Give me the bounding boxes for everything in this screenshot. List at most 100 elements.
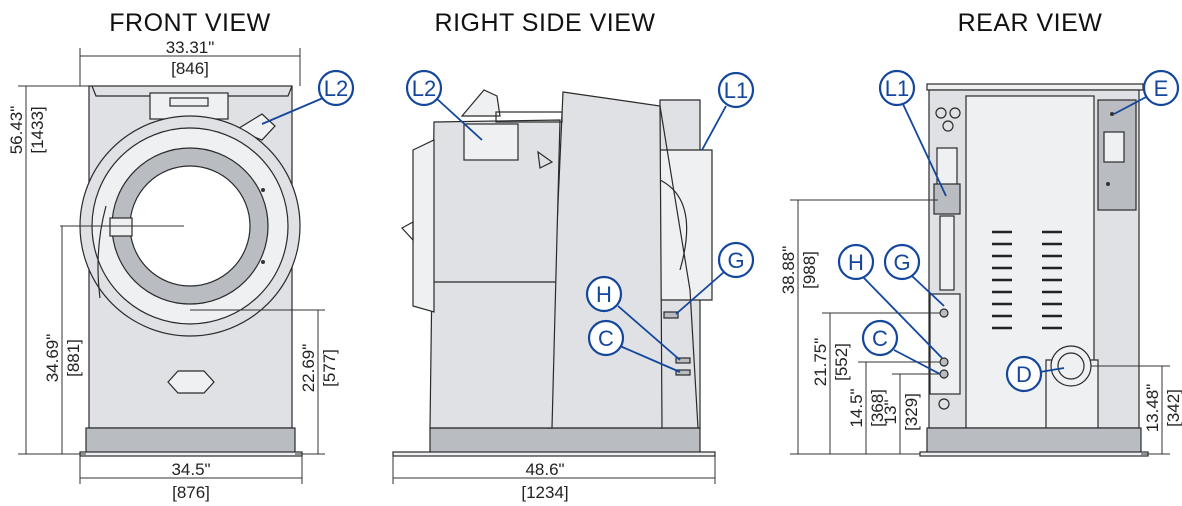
side-drum-housing <box>429 119 561 429</box>
callout-l2-side: L2 <box>405 69 443 107</box>
callout-label: H <box>848 250 864 275</box>
front-display <box>169 97 209 107</box>
rear-drain-valve <box>938 398 950 410</box>
door-bolt <box>261 188 265 192</box>
callout-leader <box>619 345 681 373</box>
side-port-g <box>663 311 679 319</box>
callout-d-rear: D <box>1005 355 1043 393</box>
rear-bolt <box>1110 112 1114 116</box>
front-view-title: FRONT VIEW <box>109 9 270 37</box>
callout-label: L1 <box>724 78 748 103</box>
rear-top-edge <box>926 83 1144 91</box>
callout-label: L2 <box>324 76 348 101</box>
side-view-title: RIGHT SIDE VIEW <box>435 9 656 37</box>
callout-h-rear: H <box>837 243 875 281</box>
rear-port-c <box>939 369 949 379</box>
front-view: 33.31" [846] 56.43" [1433] 34.69" [881] … <box>7 38 355 502</box>
callout-label: G <box>727 248 744 273</box>
callout-c-side: C <box>587 319 625 357</box>
rear-breaker <box>1103 131 1125 163</box>
rear-d1-in: 38.88" <box>779 246 798 295</box>
front-base-in: 34.5" <box>171 460 210 479</box>
door-hinge-arc <box>97 205 107 299</box>
rear-knob <box>935 107 947 119</box>
rear-drop-pipe <box>939 215 955 291</box>
side-depth-in: 48.6" <box>525 460 564 479</box>
callout-leader <box>1039 367 1065 373</box>
rear-port-h <box>939 357 949 367</box>
rear-base <box>926 427 1142 455</box>
rear-d3-mm: [368] <box>868 389 887 427</box>
rear-bolt <box>1106 182 1110 186</box>
callout-leader <box>893 349 941 375</box>
rear-vent-grille <box>992 230 1062 330</box>
front-width-mm: [846] <box>171 59 209 78</box>
callout-label: C <box>598 326 614 351</box>
side-base-foot <box>392 451 716 457</box>
side-valve <box>537 150 554 169</box>
front-door-center-in: 34.69" <box>43 334 62 383</box>
side-door <box>412 139 435 313</box>
front-height-mm: [1433] <box>28 106 47 153</box>
side-dispenser <box>463 123 519 161</box>
callout-leader <box>435 97 483 141</box>
callout-l1-side: L1 <box>717 71 755 109</box>
rear-d5-mm: [342] <box>1164 389 1182 427</box>
rear-d1-mm: [988] <box>800 251 819 289</box>
side-base <box>429 427 701 455</box>
front-service-plate <box>167 370 215 394</box>
rear-d3-in: 14.5" <box>847 388 866 427</box>
callout-leader <box>675 271 725 315</box>
front-base-mm: [876] <box>172 483 210 502</box>
door-bolt <box>261 260 265 264</box>
front-door-bottom-in: 22.69" <box>299 344 318 393</box>
callout-g-side: G <box>717 241 755 279</box>
rear-drain-inner <box>1057 352 1085 380</box>
rear-d2-in: 21.75" <box>811 338 830 387</box>
front-base-foot <box>79 451 303 457</box>
callout-label: L1 <box>885 76 909 101</box>
rear-base-foot <box>919 451 1149 457</box>
side-top-rail <box>495 111 563 123</box>
front-door-bottom-mm: [577] <box>320 349 339 387</box>
callout-label: E <box>1154 76 1169 101</box>
callout-label: D <box>1016 362 1032 387</box>
side-door-handle <box>401 220 414 242</box>
callout-leader <box>861 275 943 359</box>
rear-l1-box <box>933 183 961 215</box>
front-width-in: 33.31" <box>166 38 215 57</box>
door-handle <box>109 217 133 237</box>
rear-drain-outlet <box>1050 345 1092 387</box>
callout-leader <box>261 97 324 125</box>
rear-knob <box>942 120 954 132</box>
callout-leader <box>701 105 727 151</box>
callout-leader <box>911 275 945 307</box>
callout-leader <box>901 101 947 197</box>
rear-d4-in: 13" <box>881 400 900 425</box>
rear-port-g <box>939 308 949 318</box>
callout-leader <box>617 305 681 361</box>
callout-l2-front: L2 <box>317 69 355 107</box>
callout-h-side: H <box>585 275 623 313</box>
callout-label: L2 <box>412 76 436 101</box>
callout-leader <box>1113 95 1149 115</box>
rear-d4-mm: [329] <box>902 393 921 431</box>
callout-label: C <box>872 326 888 351</box>
side-control-pod <box>460 89 501 117</box>
side-slant-edge <box>659 105 699 429</box>
callout-label: H <box>596 282 612 307</box>
callout-e-rear: E <box>1142 69 1180 107</box>
side-depth-mm: [1234] <box>521 483 568 502</box>
side-port-h <box>675 357 691 364</box>
callout-c-rear: C <box>861 319 899 357</box>
rear-knob <box>949 107 961 119</box>
side-port-c <box>675 369 691 376</box>
callout-label: G <box>893 250 910 275</box>
front-height-in: 56.43" <box>7 106 26 155</box>
side-belt <box>659 179 688 271</box>
side-main-cabinet <box>547 91 663 429</box>
callout-g-rear: G <box>883 243 921 281</box>
rear-d2-mm: [552] <box>832 343 851 381</box>
side-view: 48.6" [1234] L2 L1 G H C <box>392 69 755 502</box>
